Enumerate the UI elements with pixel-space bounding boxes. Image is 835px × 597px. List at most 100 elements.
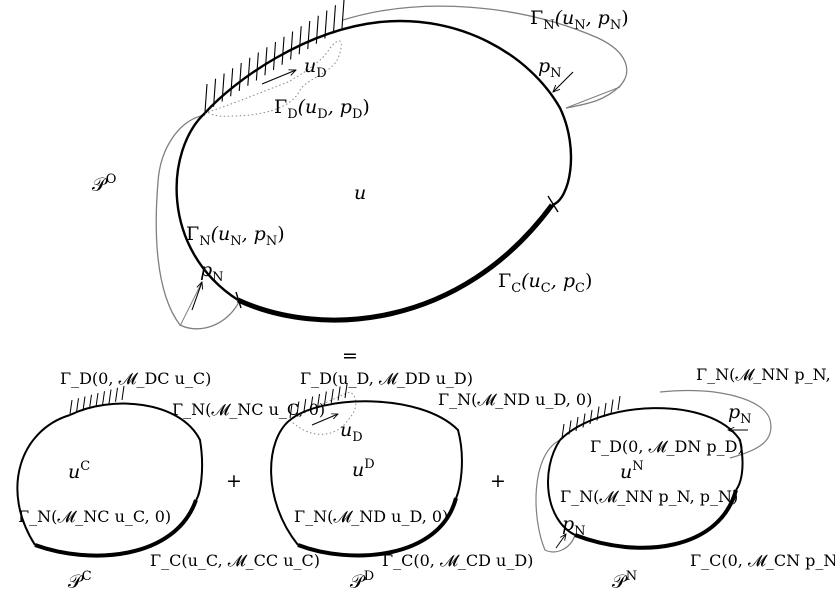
body-boundary-N-left	[547, 439, 576, 536]
body-boundary-D	[289, 400, 463, 499]
p-N-top-arrow	[553, 71, 574, 92]
fixed-support-hatching-C	[69, 385, 125, 415]
contact-boundary-C	[34, 499, 198, 558]
hatch-mark	[298, 26, 302, 55]
u-D-arrow	[261, 70, 296, 85]
hatch-mark	[332, 5, 336, 34]
field-u: u	[354, 182, 366, 204]
body-boundary-C	[69, 402, 204, 501]
neumann-traction-top-tick	[565, 86, 621, 109]
gamma-N-left-label-C: Γ_N(𝓜_NC u_C, 0)	[18, 507, 171, 526]
plus-sign-2: +	[490, 470, 506, 492]
hatch-mark	[330, 388, 334, 404]
dirichlet-displacement-region-D	[289, 391, 357, 435]
p-N-right-label-N: pN	[728, 401, 752, 427]
hatch-mark	[213, 78, 217, 107]
problem-label-O: 𝒫O	[92, 172, 116, 196]
neumann-traction-right-N	[659, 390, 772, 459]
gamma-D-label-D: Γ_D(u_D, 𝓜_DD u_D)	[300, 369, 473, 388]
problem-label-C: 𝒫C	[68, 569, 92, 593]
hatch-mark	[323, 391, 327, 406]
gamma-C-label-D: Γ_C(0, 𝓜_CD u_D)	[382, 551, 533, 570]
neumann-traction-left-N	[535, 439, 576, 553]
hatch-mark	[290, 31, 294, 60]
hatch-mark	[296, 401, 300, 416]
p-N-left-arrow-N	[555, 534, 566, 549]
gamma-N-left-label-D: Γ_N(𝓜_ND u_D, 0)	[294, 507, 448, 526]
p-N-top-label: pN	[538, 55, 562, 81]
body-boundary	[204, 19, 573, 207]
hatch-mark	[337, 386, 341, 401]
neumann-traction-top	[342, 5, 628, 109]
contact-end-tick	[235, 291, 242, 309]
hatch-mark	[82, 396, 86, 411]
hatch-mark	[617, 395, 621, 411]
fixed-support-hatching-N	[561, 395, 621, 439]
hatch-mark	[238, 62, 242, 92]
contact-start-tick	[547, 195, 559, 213]
gamma-N-top-label-N: Γ_N(𝓜_NN p_N, p_N)	[696, 365, 835, 384]
hatch-mark	[281, 36, 285, 65]
hatch-mark	[307, 20, 311, 50]
subproblem-D: uD uD Γ_D(u_D, 𝓜_DD u_D) Γ_N(𝓜_ND u_D, 0…	[270, 369, 592, 593]
hatch-mark	[344, 383, 348, 399]
gamma-D-label-C: Γ_D(0, 𝓜_DC u_C)	[60, 369, 211, 388]
plus-sign-1: +	[226, 470, 242, 492]
gamma-N-top-label: ΓN(uN, pN)	[530, 7, 629, 33]
p-N-left-label: pN	[200, 259, 224, 285]
equals-sign: =	[342, 345, 358, 367]
field-u-D: uD	[352, 457, 375, 481]
problem-label-D: 𝒫D	[350, 569, 374, 593]
hatch-mark	[272, 41, 277, 71]
body-boundary-D-left	[270, 419, 299, 546]
hatch-mark	[108, 389, 112, 404]
hatch-mark	[204, 83, 208, 113]
u-D-label: uD	[304, 55, 327, 81]
hatch-mark	[255, 52, 259, 81]
hatch-mark	[610, 399, 614, 414]
p-N-left-arrow	[191, 282, 202, 311]
hatch-mark	[264, 47, 268, 76]
body-boundary-C-left	[16, 414, 71, 546]
gamma-C-label-N: Γ_C(0, 𝓜_CN p_N)	[690, 551, 835, 570]
contact-boundary-D	[297, 497, 458, 558]
field-u-N: uN	[620, 459, 644, 483]
gamma-N-inner-label-N: Γ_N(𝓜_NN p_N, p_N)	[560, 487, 738, 506]
neumann-traction-left-tick	[179, 281, 203, 327]
hatch-mark	[317, 393, 320, 409]
dirichlet-displacement-region	[207, 40, 342, 117]
p-N-left-label-N: pN	[562, 513, 586, 539]
u-D-label-D: uD	[340, 419, 363, 445]
u-D-arrow-D	[311, 414, 338, 426]
hatch-mark	[95, 392, 99, 408]
gamma-N-right-label-D: Γ_N(𝓜_ND u_D, 0)	[438, 390, 592, 409]
gamma-D-label-N: Γ_D(0, 𝓜_DN p_D)	[590, 437, 744, 456]
neumann-traction-left	[155, 114, 241, 330]
hatch-mark	[115, 387, 118, 402]
gamma-C-label-C: Γ_C(u_C, 𝓜_CC u_C)	[150, 551, 320, 570]
subproblem-N: Γ_N(𝓜_NN p_N, p_N) pN Γ_D(0, 𝓜_DN p_D) u…	[535, 365, 835, 593]
gamma-N-right-label-C: Γ_N(𝓜_NC u_C, 0)	[172, 400, 325, 419]
field-u-C: uC	[68, 459, 90, 483]
hatch-mark	[561, 423, 565, 439]
contact-boundary-N	[574, 489, 738, 550]
hatch-mark	[341, 0, 345, 29]
hatch-mark	[89, 394, 92, 409]
contact-boundary	[236, 203, 555, 323]
hatch-mark	[76, 398, 79, 413]
hatch-mark	[289, 403, 293, 419]
hatch-mark	[247, 57, 251, 86]
hatch-mark	[230, 68, 234, 97]
problem-label-N: 𝒫N	[612, 569, 637, 593]
hatch-mark	[575, 416, 579, 432]
body-boundary-left	[175, 112, 239, 302]
fixed-support-hatching	[204, 0, 345, 113]
gamma-D-label: ΓD(uD, pD)	[274, 96, 370, 122]
original-problem: 𝒫O u ΓN(uN, pN) pN uD ΓD(uD, pD) ΓN(uN, …	[92, 0, 629, 330]
body-boundary-N	[559, 407, 744, 491]
hatch-mark	[589, 409, 593, 425]
gamma-C-label: ΓC(uC, pC)	[498, 270, 592, 296]
subproblem-C: uC Γ_D(0, 𝓜_DC u_C) Γ_N(𝓜_NC u_C, 0) Γ_N…	[16, 369, 325, 593]
hatch-mark	[582, 413, 586, 428]
